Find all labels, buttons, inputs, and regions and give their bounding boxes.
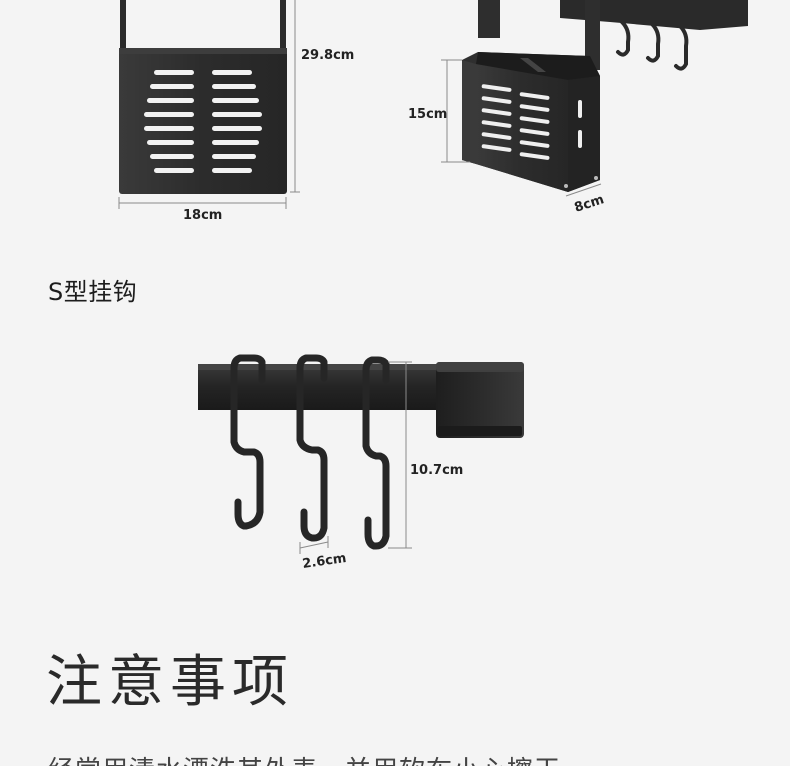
knife-holder-front-view bbox=[118, 0, 300, 209]
holder-width-label: 18cm bbox=[183, 208, 222, 223]
width-dimension-line bbox=[118, 197, 287, 209]
hook-width-label: 2.6cm bbox=[301, 551, 347, 572]
box-height-label: 15cm bbox=[408, 107, 447, 122]
knife-holder-perspective-view bbox=[441, 0, 748, 197]
s-hook-section-title: S型挂钩 bbox=[48, 278, 138, 306]
s-hook-3 bbox=[362, 356, 390, 550]
box-depth-label: 8cm bbox=[573, 192, 606, 216]
s-hook-rail-illustration bbox=[198, 354, 524, 554]
holder-height-label: 29.8cm bbox=[301, 48, 354, 63]
notes-heading: 注意事项 bbox=[46, 650, 294, 715]
hook-length-dimension-line bbox=[388, 361, 412, 549]
s-hook-2 bbox=[296, 354, 328, 542]
box-depth-dimension-line bbox=[565, 183, 602, 197]
height-dimension-line bbox=[290, 0, 300, 193]
hook-width-dimension-line bbox=[299, 536, 329, 554]
box-height-dimension-line bbox=[441, 59, 470, 163]
notes-first-line: 经常用清水漂洗其外表，并用软布小心擦干 bbox=[48, 750, 561, 766]
hook-length-label: 10.7cm bbox=[410, 463, 463, 478]
s-hook-1 bbox=[230, 354, 266, 530]
